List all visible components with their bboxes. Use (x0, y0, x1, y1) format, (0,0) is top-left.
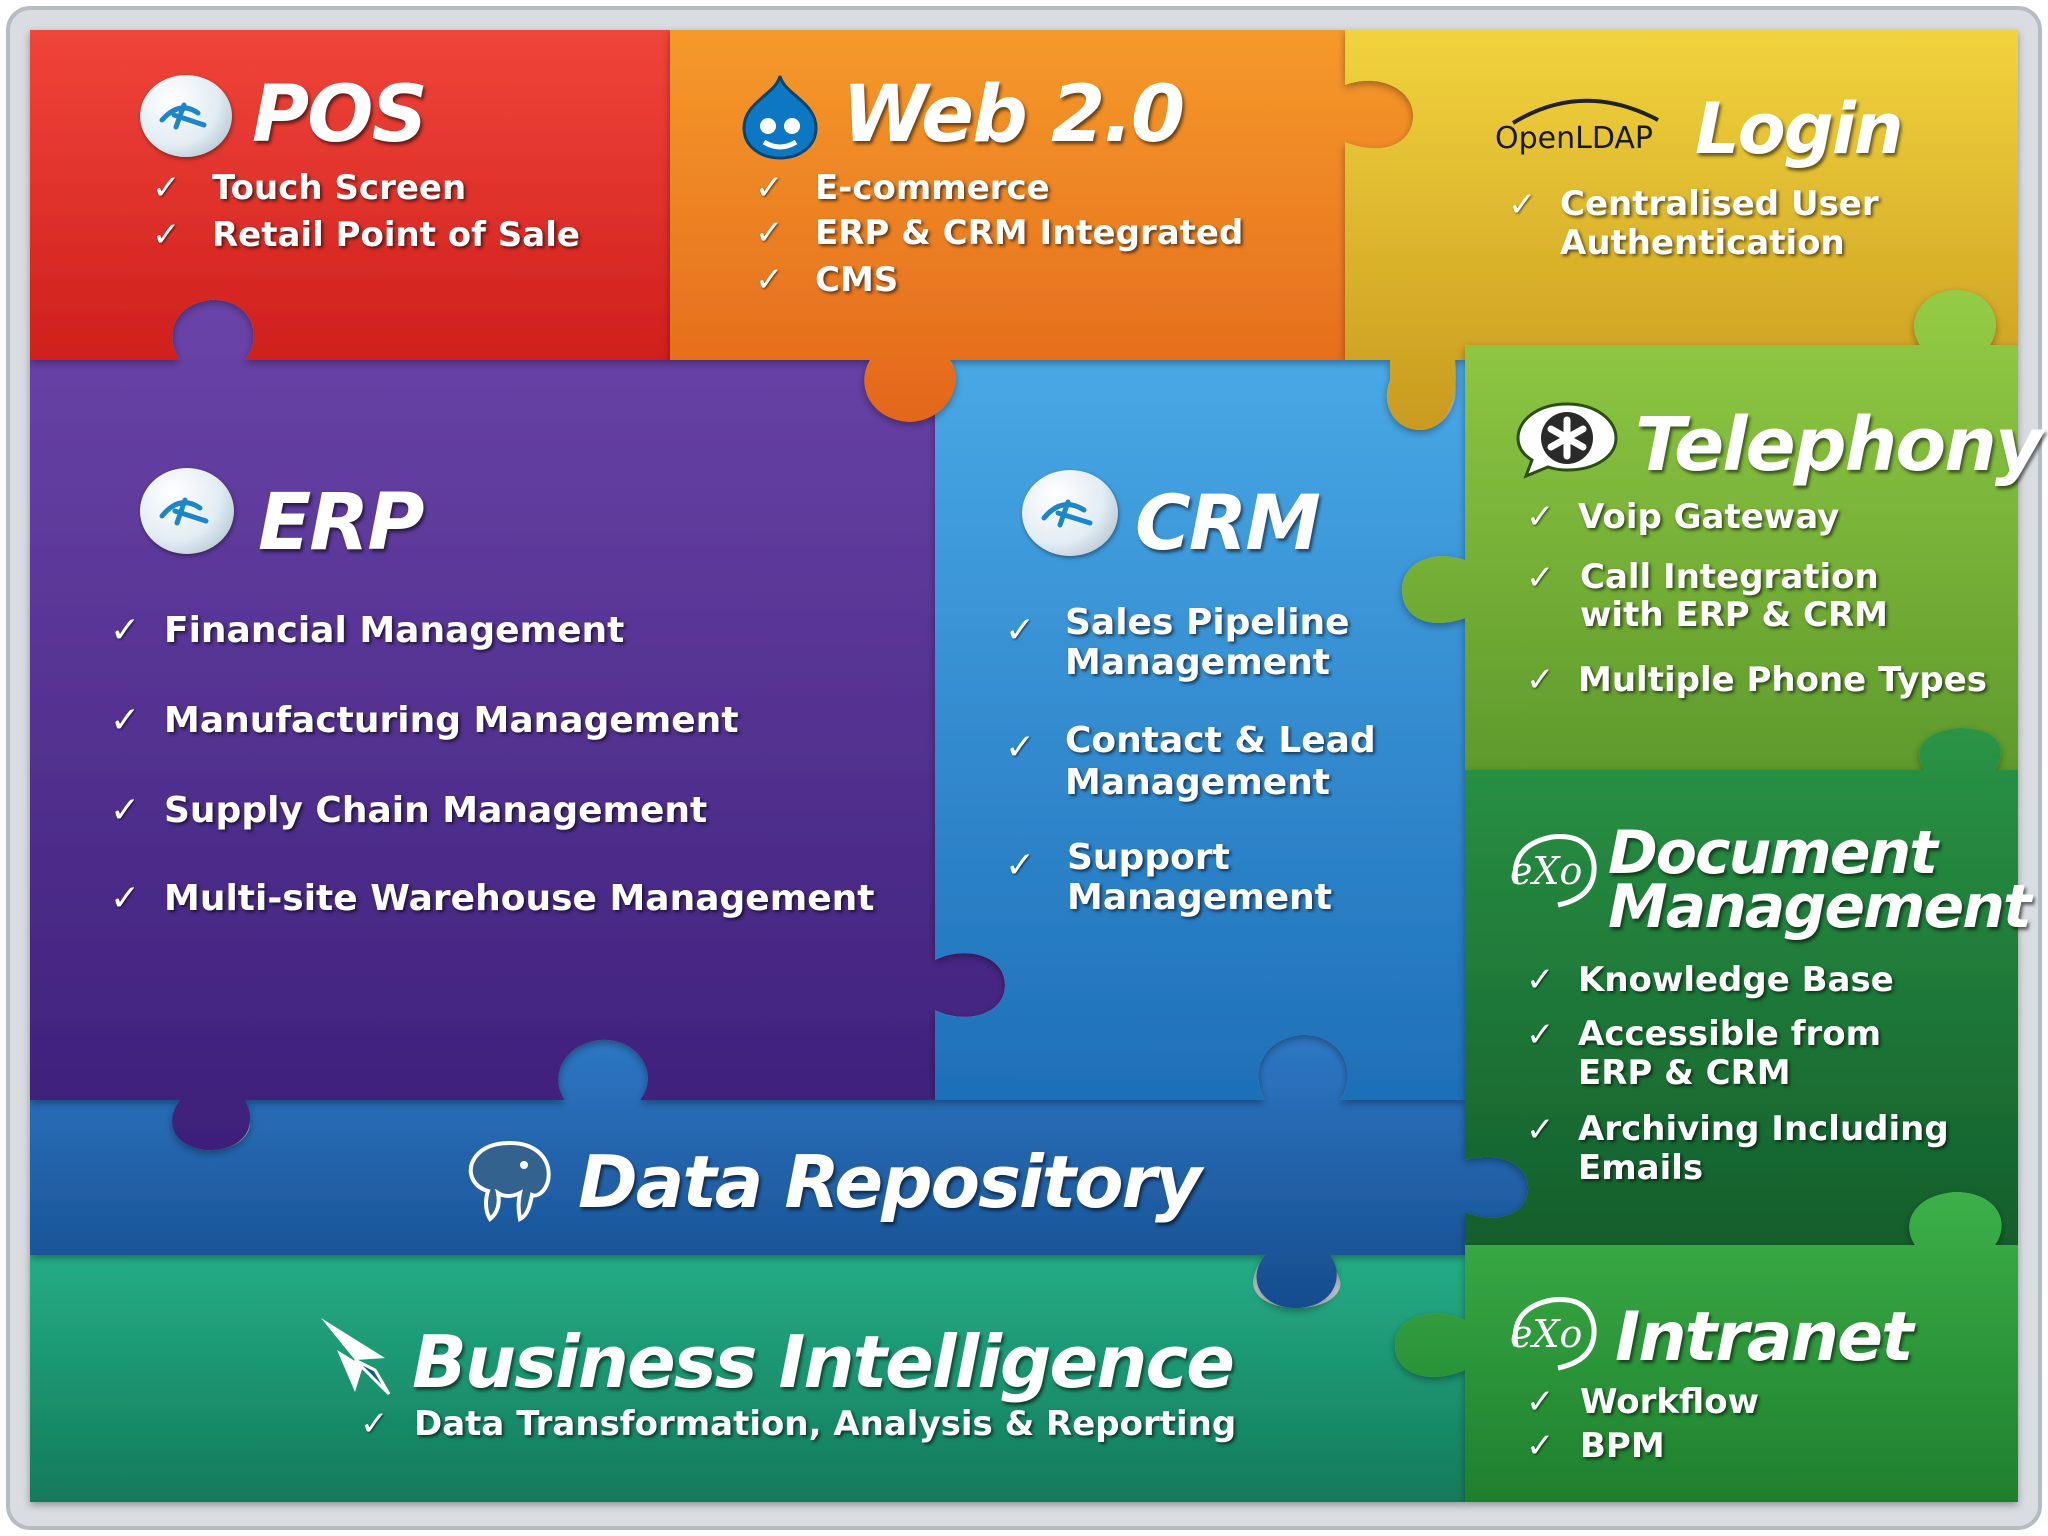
login-item-line: Centralised User (1560, 184, 1879, 224)
asterisk-icon (1512, 398, 1622, 480)
postgresql-elephant-icon (460, 1135, 560, 1225)
bi-piece (30, 1255, 1465, 1502)
check-icon: ✓ (1526, 960, 1555, 1000)
erp-title: ERP (258, 478, 425, 568)
check-icon: ✓ (110, 700, 141, 741)
pos-title: POS (252, 70, 428, 160)
drupal-icon (738, 72, 822, 160)
check-icon: ✓ (1526, 558, 1555, 598)
check-icon: ✓ (110, 610, 141, 651)
erp-item-warehouse: Multi-site Warehouse Management (164, 878, 875, 919)
intranet-item-workflow: Workflow (1580, 1382, 1759, 1422)
check-icon: ✓ (755, 213, 784, 253)
telephony-item-phone-types: Multiple Phone Types (1578, 660, 1988, 700)
openbravo-icon (140, 468, 234, 554)
crm-item-line: Support (1067, 837, 1230, 878)
check-icon: ✓ (755, 260, 784, 300)
check-icon: ✓ (1005, 727, 1036, 768)
login-item-line: Authentication (1560, 223, 1845, 263)
intranet-item-bpm: BPM (1580, 1426, 1665, 1466)
docs-item-line: Emails (1578, 1148, 1704, 1188)
web-piece (670, 30, 1414, 422)
check-icon: ✓ (1508, 185, 1537, 225)
web-item-ecommerce: E-commerce (815, 168, 1050, 208)
login-piece (1345, 30, 2018, 430)
erp-piece (30, 299, 1005, 1151)
check-icon: ✓ (110, 790, 141, 831)
crm-item-line: Management (1067, 877, 1332, 918)
crm-item-line: Management (1065, 642, 1330, 683)
check-icon: ✓ (755, 168, 784, 208)
check-icon: ✓ (1526, 1110, 1555, 1150)
crm-item-line: Management (1065, 762, 1330, 803)
check-icon: ✓ (1526, 660, 1555, 700)
data-repository-title: Data Repository (578, 1140, 1202, 1224)
check-icon: ✓ (1526, 1015, 1555, 1055)
data-repository-piece (30, 1034, 1529, 1309)
check-icon: ✓ (360, 1404, 389, 1444)
check-icon: ✓ (1526, 1426, 1555, 1466)
exo-logo-text: eXo (1510, 1312, 1583, 1356)
telephony-title: Telephony (1635, 402, 2043, 488)
docs-item-archiving: Archiving Including Emails (1578, 1110, 1949, 1188)
docs-piece (1465, 728, 2018, 1245)
intranet-piece (1395, 1192, 2018, 1502)
erp-item-supply-chain: Supply Chain Management (164, 790, 708, 831)
telephony-item-voip: Voip Gateway (1578, 497, 1840, 537)
intranet-title: Intranet (1615, 1298, 1914, 1377)
crm-title: CRM (1135, 478, 1321, 567)
crm-item-line: Sales Pipeline (1065, 602, 1350, 643)
openldap-icon: OpenLDAP (1493, 85, 1678, 160)
telephony-item-line: Call Integration (1580, 557, 1879, 597)
openbravo-icon (140, 75, 232, 157)
docs-title-line1: Document (1608, 818, 1938, 888)
exo-icon: eXo (1502, 1288, 1602, 1378)
openbravo-icon (1022, 470, 1118, 556)
erp-item-financial: Financial Management (164, 610, 625, 651)
crm-item-line: Contact & Lead (1065, 720, 1376, 761)
pos-item-touch-screen: Touch Screen (212, 168, 467, 208)
telephony-item-call-integration: Call Integration with ERP & CRM (1580, 558, 1888, 634)
crm-item-sales-pipeline: Sales Pipeline Management (1065, 603, 1350, 683)
pos-item-retail: Retail Point of Sale (212, 215, 580, 255)
check-icon: ✓ (1005, 610, 1036, 651)
crm-item-contact-lead: Contact & Lead Management (1065, 720, 1376, 804)
check-icon: ✓ (1526, 1382, 1555, 1422)
check-icon: ✓ (152, 168, 181, 208)
web-item-cms: CMS (815, 260, 899, 300)
check-icon: ✓ (152, 215, 181, 255)
docs-item-line: ERP & CRM (1578, 1053, 1791, 1093)
check-icon: ✓ (1005, 845, 1036, 886)
web-title: Web 2.0 (842, 70, 1185, 160)
docs-item-line: Accessible from (1578, 1014, 1882, 1054)
crm-item-support: Support Management (1067, 838, 1332, 918)
web-item-erp-crm: ERP & CRM Integrated (815, 213, 1244, 253)
docs-item-accessible: Accessible from ERP & CRM (1578, 1015, 1881, 1093)
login-title: Login (1695, 88, 1904, 170)
docs-title-line2: Management (1608, 872, 2032, 942)
exo-logo-text: eXo (1510, 849, 1583, 893)
login-item-auth: Centralised User Authentication (1560, 185, 1879, 263)
bi-item-data-transformation: Data Transformation, Analysis & Reportin… (414, 1404, 1237, 1444)
docs-item-knowledge-base: Knowledge Base (1578, 960, 1894, 1000)
pentaho-icon (315, 1310, 405, 1400)
exo-icon: eXo (1502, 825, 1602, 915)
check-icon: ✓ (1526, 497, 1555, 537)
docs-item-line: Archiving Including (1578, 1109, 1949, 1149)
openldap-logo-text: OpenLDAP (1495, 121, 1654, 156)
erp-item-manufacturing: Manufacturing Management (164, 700, 739, 741)
check-icon: ✓ (110, 878, 141, 919)
bi-title: Business Intelligence (412, 1320, 1235, 1404)
telephony-item-line: with ERP & CRM (1580, 595, 1888, 635)
